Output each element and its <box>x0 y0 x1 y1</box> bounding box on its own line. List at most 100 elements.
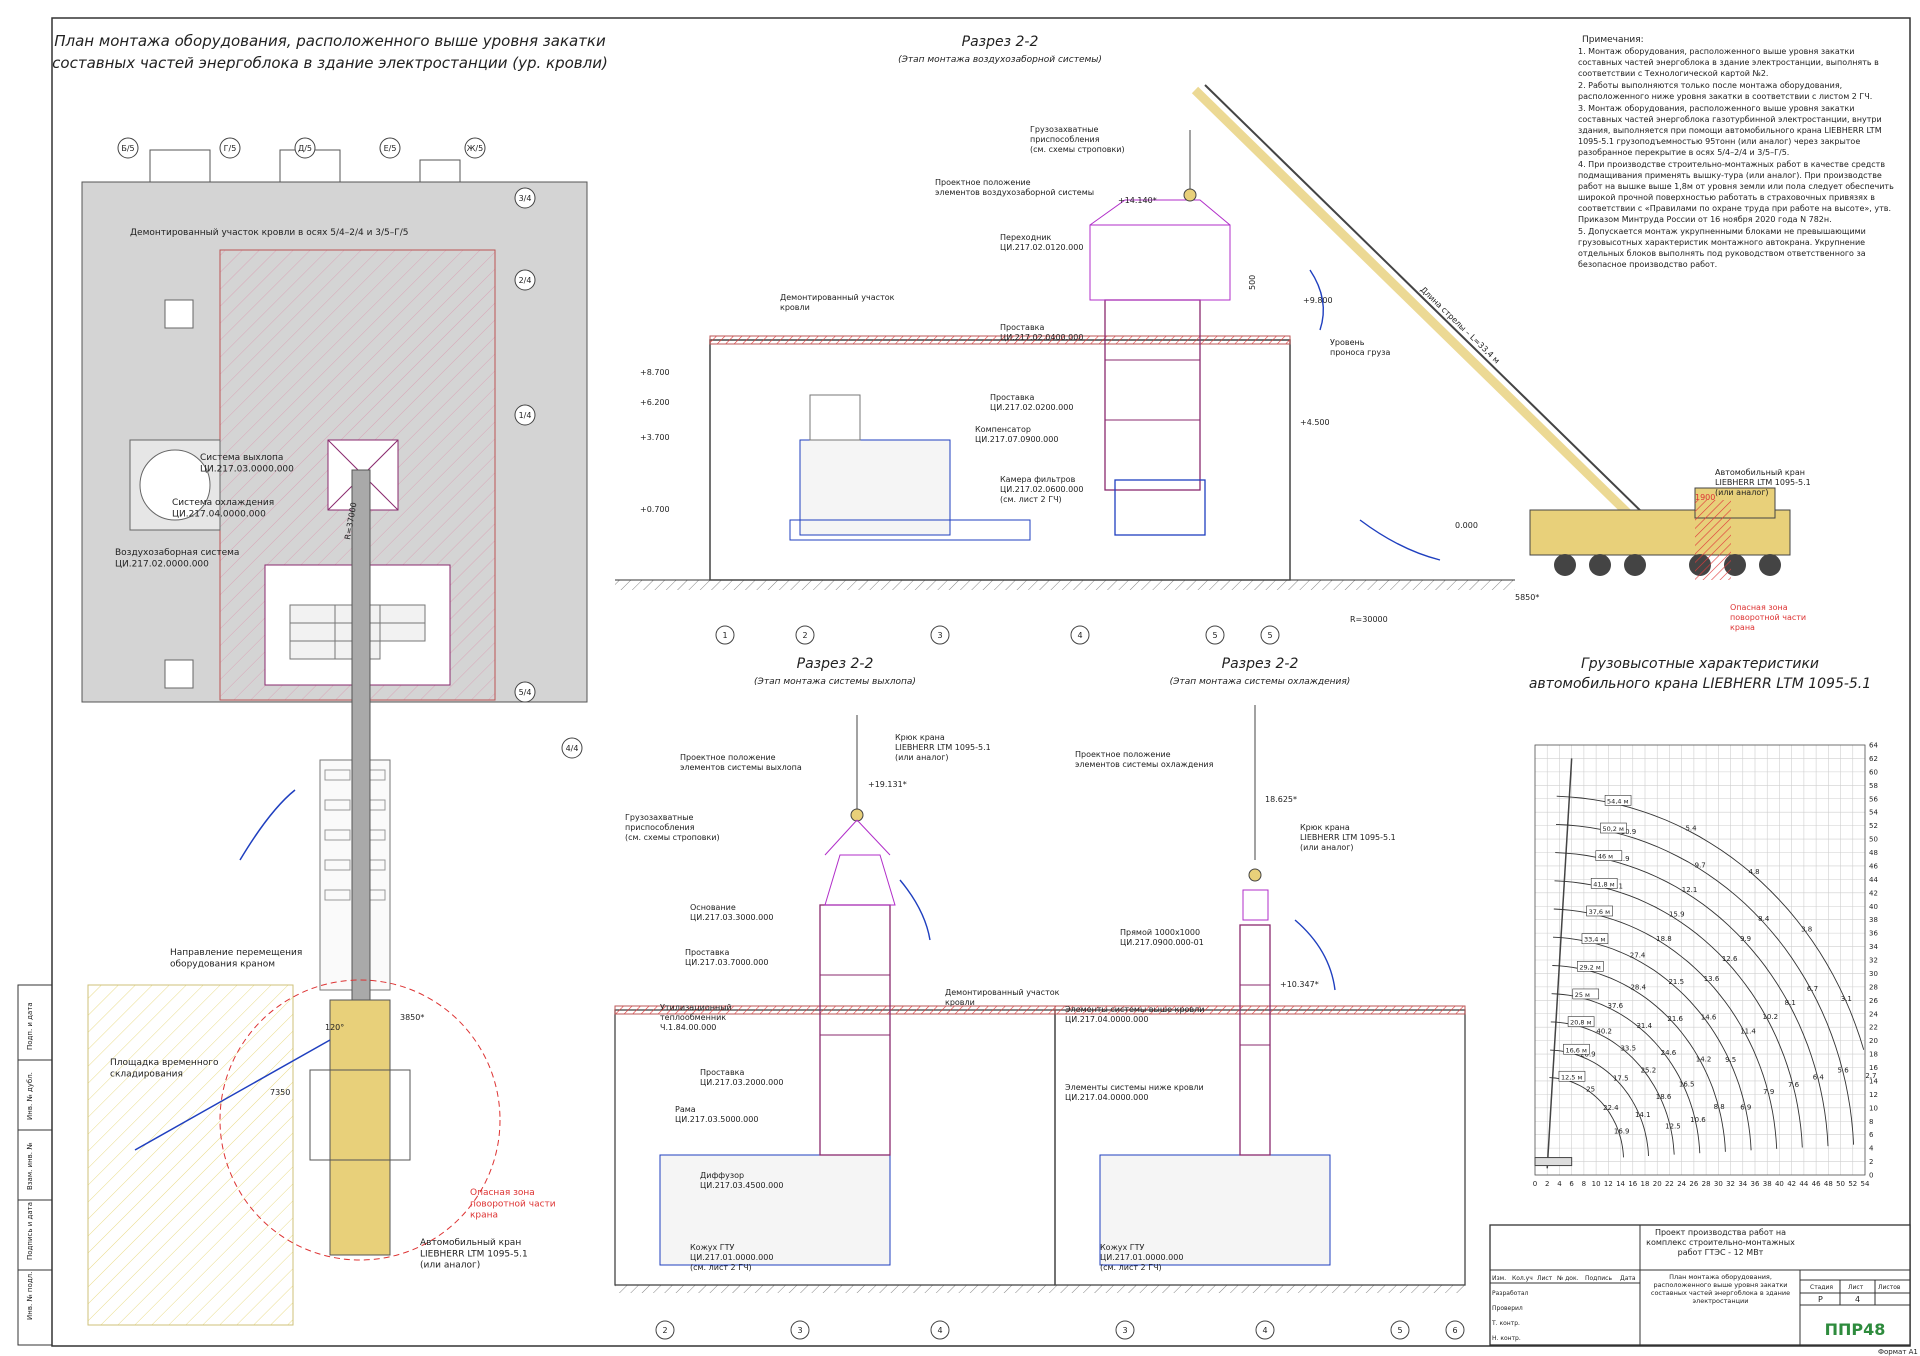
series-line-7 <box>1554 880 1803 1148</box>
note-2: 2. Работы выполняются только после монта… <box>1578 81 1873 101</box>
series-line-9 <box>1555 823 1855 1145</box>
label-dismantled-roof: Демонтированный участок кровли в осях 5/… <box>130 228 409 238</box>
axis-right-4: 5/4 <box>519 688 532 697</box>
air-ground <box>615 580 1515 590</box>
cooling-axis-4: 6 <box>1452 1326 1457 1335</box>
tb-h3: Лист <box>1537 1275 1553 1282</box>
air-gtu-unit <box>799 439 951 536</box>
tb-sheet-title: План монтажа оборудования, расположенног… <box>1650 1273 1791 1305</box>
series-line-4 <box>1552 965 1726 1152</box>
x-tick-label: 26 <box>1689 1180 1698 1188</box>
air-axis-3: 3 <box>937 631 942 640</box>
storage-area <box>87 984 294 1326</box>
tb-project: Проект производства работ на комплекс ст… <box>1646 1228 1795 1257</box>
stamp-1: Инв. № подл. <box>26 1272 34 1320</box>
data-label: 4.8 <box>1748 868 1759 876</box>
y-tick-label: 6 <box>1869 1131 1874 1139</box>
data-label: 9.7 <box>1695 861 1706 869</box>
data-label: 14.1 <box>1635 1111 1651 1119</box>
tb-sheet: 4 <box>1855 1295 1860 1304</box>
tb-h1: Изм. <box>1492 1275 1506 1282</box>
label-dim2: 7350 <box>270 1088 290 1097</box>
cooling-axis-1: 3 <box>1122 1326 1127 1335</box>
axis-top-1: Б/5 <box>121 144 134 153</box>
load-chart-title-line1: Грузовысотные характеристики <box>1581 656 1819 672</box>
y-tick-label: 16 <box>1869 1064 1878 1072</box>
data-label: 27.4 <box>1630 951 1646 959</box>
y-tick-label: 22 <box>1869 1024 1878 1032</box>
cooling-title: Разрез 2-2 <box>1222 656 1299 672</box>
exhaust-gtu <box>659 1154 891 1266</box>
data-label: 21.5 <box>1668 978 1684 986</box>
y-tick-label: 48 <box>1869 849 1878 857</box>
tb-h5: Подпись <box>1585 1275 1612 1282</box>
x-tick-label: 20 <box>1653 1180 1662 1188</box>
y-tick-label: 50 <box>1869 836 1878 844</box>
x-tick-label: 6 <box>1569 1180 1574 1188</box>
series-line-8 <box>1555 852 1829 1147</box>
exhaust-axis-1: 2 <box>662 1326 667 1335</box>
data-label: 13.6 <box>1704 975 1720 983</box>
tb-h6: Дата <box>1620 1275 1636 1282</box>
data-label: 25.2 <box>1641 1066 1657 1074</box>
y-tick-label: 30 <box>1869 970 1878 978</box>
data-label: 16.9 <box>1614 1128 1630 1136</box>
y-tick-label: 60 <box>1869 768 1878 776</box>
series-name-label: 37,6 м <box>1589 908 1611 916</box>
series-line-5 <box>1552 936 1752 1151</box>
series-name-label: 46 м <box>1598 853 1613 861</box>
note-1: 1. Монтаж оборудования, расположенного в… <box>1578 47 1879 78</box>
tb-role1: Разработал <box>1492 1290 1529 1297</box>
y-tick-label: 26 <box>1869 997 1878 1005</box>
y-tick-label: 36 <box>1869 930 1878 938</box>
tb-sheet-label: Лист <box>1848 1284 1864 1291</box>
data-label: 40.2 <box>1596 1028 1612 1036</box>
series-name-label: 54,4 м <box>1607 797 1629 805</box>
y-tick-label: 40 <box>1869 903 1878 911</box>
tb-h2: Кол.уч <box>1512 1275 1533 1282</box>
air-axis-5: 5 <box>1212 631 1217 640</box>
data-label: 25 <box>1586 1086 1595 1094</box>
data-label: 3.1 <box>1841 995 1852 1003</box>
air-dim-3: 500 <box>1248 275 1257 290</box>
plan-axis-bubbles: Б/5 Г/5 Д/5 Е/5 Ж/5 3/4 2/4 1/4 5/4 4/4 <box>117 137 583 759</box>
air-elev-2: +6.200 <box>640 398 670 407</box>
label-dim1: 3850* <box>400 1013 424 1022</box>
x-tick-label: 44 <box>1799 1180 1808 1188</box>
data-label: 11.4 <box>1740 1027 1756 1035</box>
tb-sheets-label: Листов <box>1878 1284 1901 1291</box>
data-label: 12.5 <box>1665 1122 1681 1130</box>
air-crane-boom <box>1204 84 1651 521</box>
cooling-footprint <box>139 449 211 521</box>
cooling-axis-2: 4 <box>1262 1326 1267 1335</box>
data-label: 37.6 <box>1608 1002 1624 1010</box>
data-label: 6.7 <box>1807 985 1818 993</box>
air-elev-7: +4.500 <box>1300 418 1330 427</box>
exhaust-axis-2: 3 <box>797 1326 802 1335</box>
data-label: 21.6 <box>1667 1015 1683 1023</box>
series-name-label: 25 м <box>1575 991 1590 999</box>
air-axis-1: 1 <box>722 631 727 640</box>
series-line-6 <box>1553 908 1778 1149</box>
air-elev-1: +8.700 <box>640 368 670 377</box>
air-dim-1: 5850* <box>1515 593 1539 602</box>
exhaust-title: Разрез 2-2 <box>797 656 874 672</box>
data-label: 12.1 <box>1682 886 1698 894</box>
x-tick-label: 38 <box>1763 1180 1772 1188</box>
section-exhaust: Разрез 2-2 (Этап монтажа системы выхлопа… <box>614 656 1060 1340</box>
boom-label-box <box>1604 795 1632 806</box>
